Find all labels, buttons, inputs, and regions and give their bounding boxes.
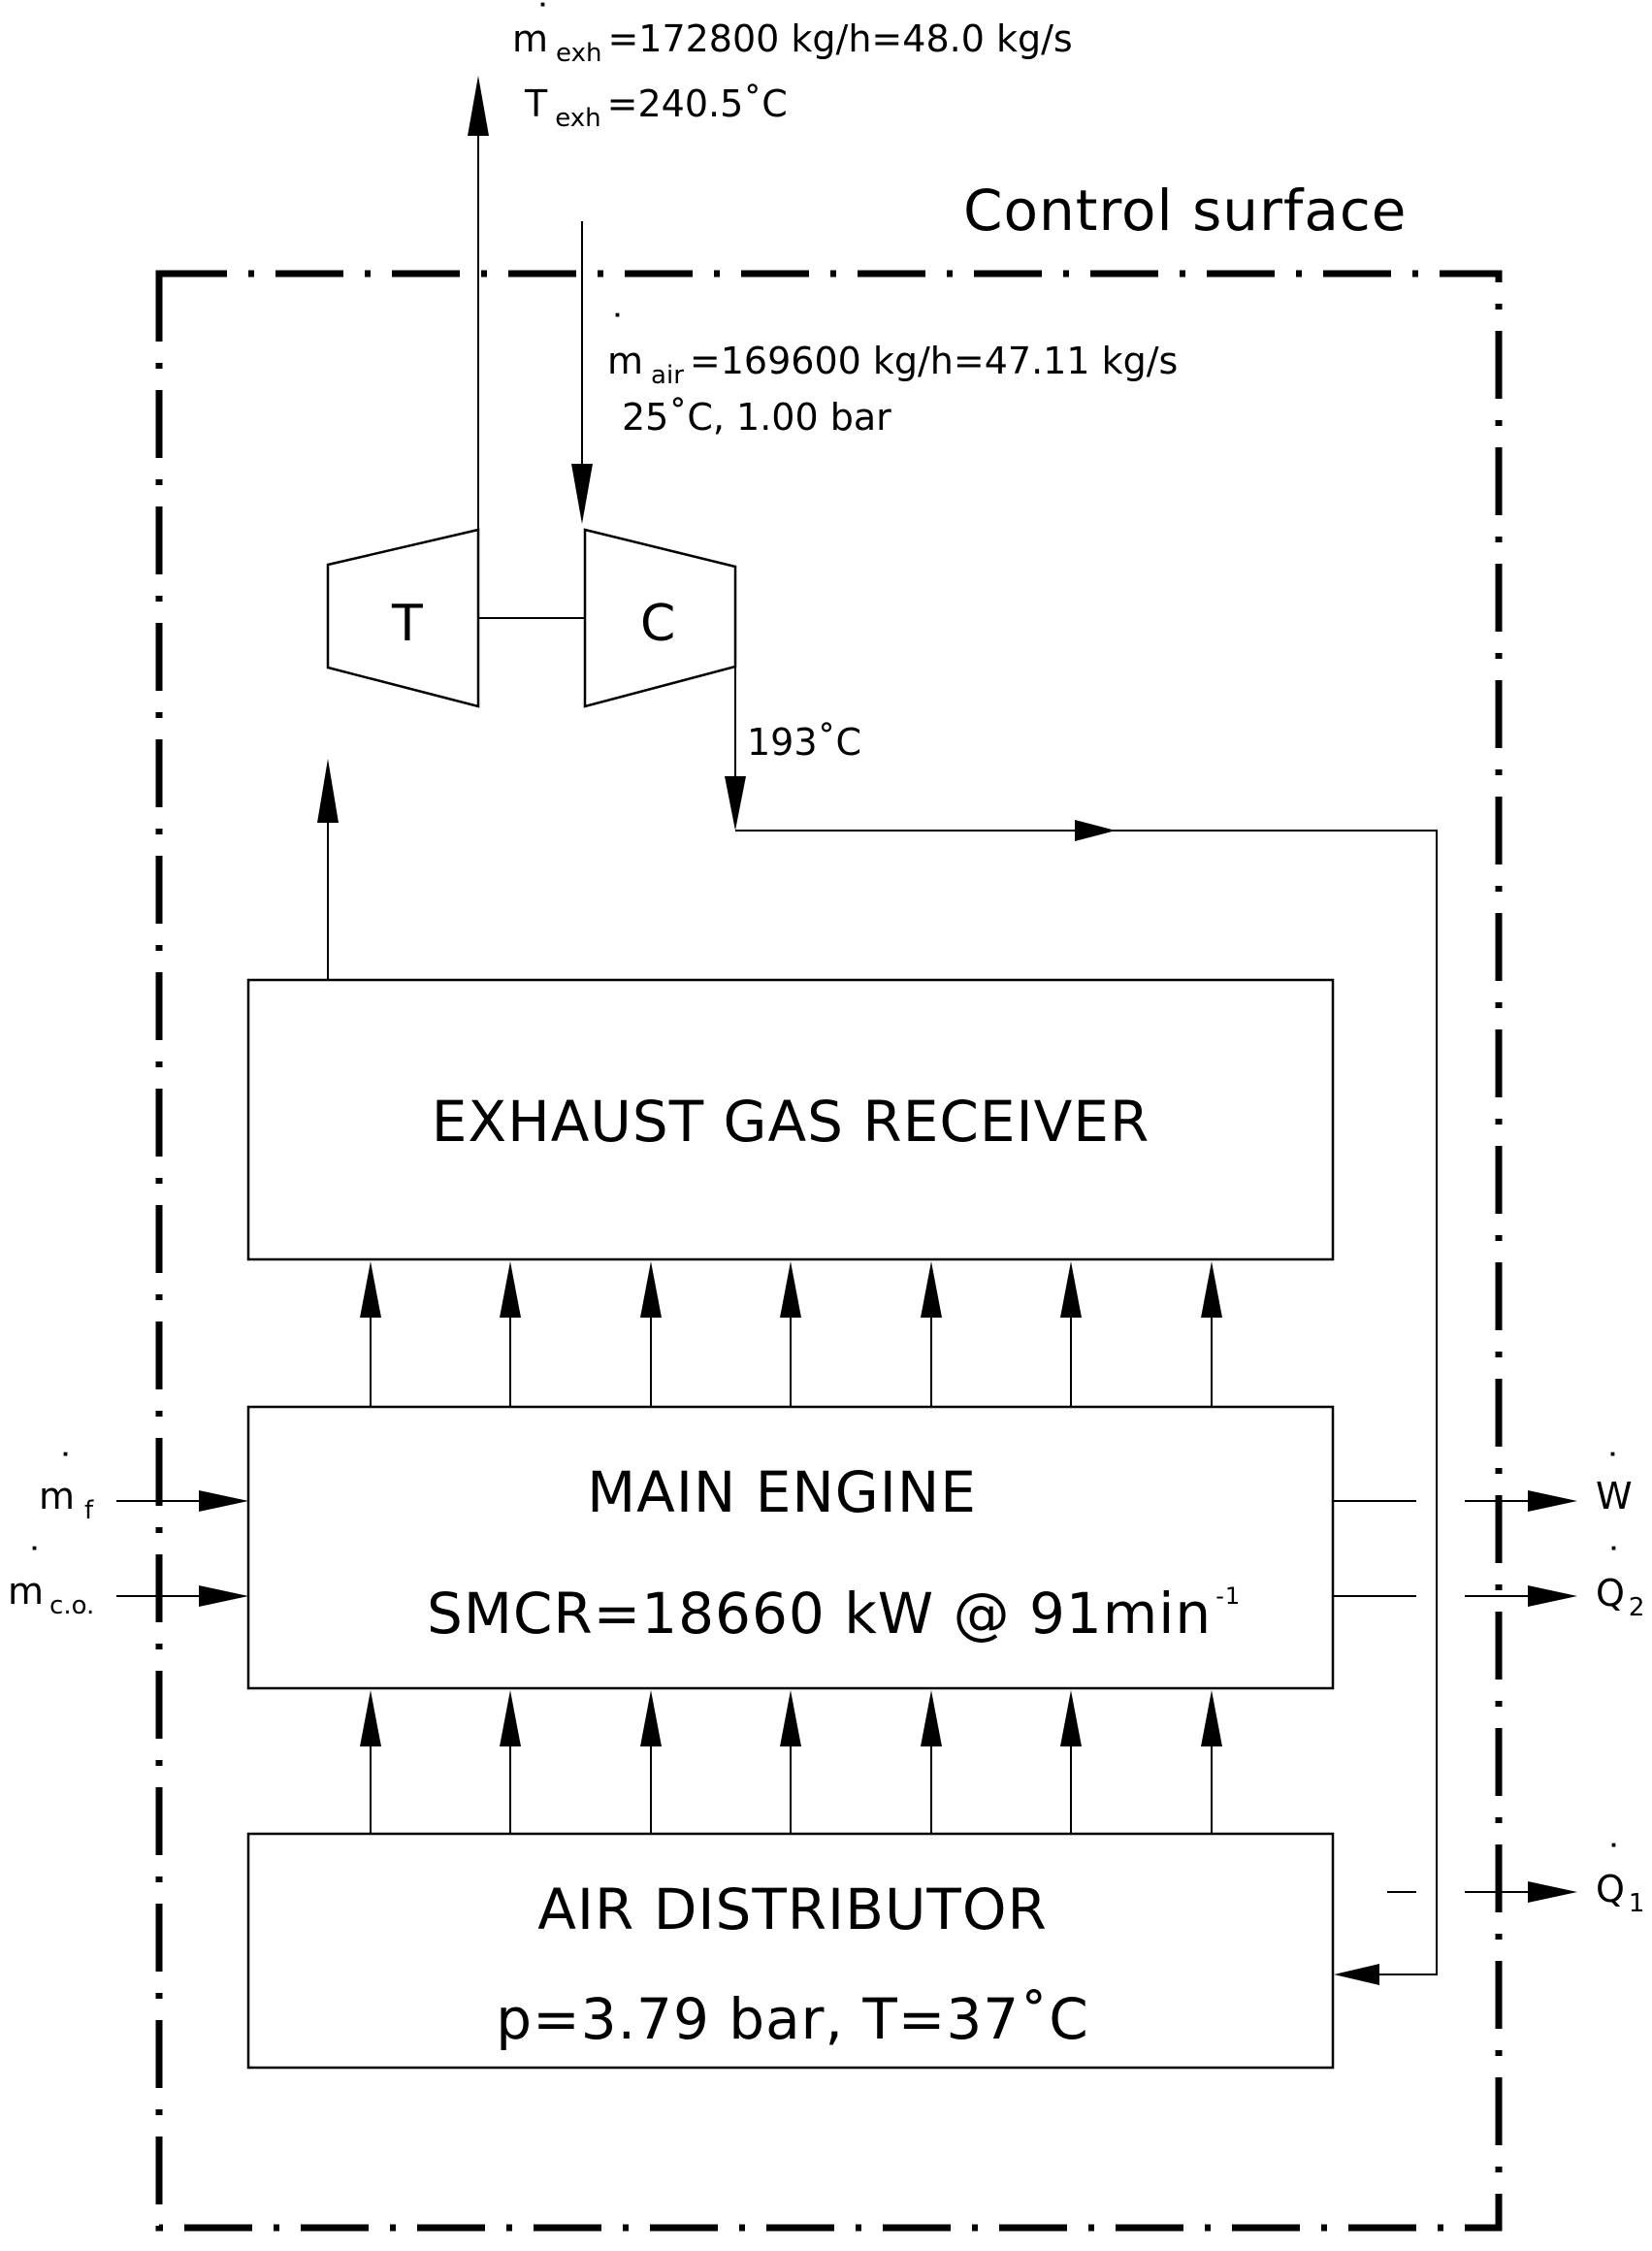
exhaust-temp-subscript: exh <box>555 104 600 133</box>
work-output-arrow <box>1333 1490 1577 1512</box>
air-mass-symbol: m <box>607 340 643 382</box>
exhaust-mass-subscript: exh <box>556 39 601 68</box>
main-engine-rating-text-wrapper: SMCR=18660 kW @ 91min-1 <box>427 1581 1241 1647</box>
control-surface <box>155 270 1503 2232</box>
heat1-subscript: 1 <box>1629 1889 1645 1918</box>
svg-text:mf: mf <box>39 1475 94 1525</box>
turbine <box>326 528 480 708</box>
main-engine-box <box>246 1405 1335 1690</box>
exhaust-temp-value: =240.5˚C <box>607 82 788 125</box>
main-engine-rating: SMCR=18660 kW @ 91min <box>427 1581 1212 1647</box>
fuel-subscript: f <box>84 1496 94 1525</box>
control-surface-label: Control surface <box>963 178 1407 244</box>
heat2-output-arrow <box>1333 1585 1577 1607</box>
air-distributor-conditions: p=3.79 bar, T=37˚C <box>496 1986 1088 2052</box>
main-engine-rating-superscript: -1 <box>1215 1582 1241 1610</box>
air-mass-value: =169600 kg/h=47.11 kg/s <box>690 340 1178 382</box>
air-inlet-conditions: 25˚C, 1.00 bar <box>622 396 891 439</box>
compressor-outlet-temperature: 193˚C <box>747 721 861 764</box>
exhaust-temp-symbol: T <box>524 82 548 125</box>
compressor-label: C <box>640 595 675 653</box>
fuel-input-arrow <box>116 1490 248 1512</box>
heat2-subscript: 2 <box>1629 1593 1645 1622</box>
svg-text:Q1: Q1 <box>1596 1868 1644 1918</box>
work-dot: ˙ <box>1603 1447 1622 1489</box>
svg-text:mc.o.: mc.o. <box>8 1570 94 1620</box>
turbine-label: T <box>391 595 423 653</box>
cooling-oil-input-arrow <box>116 1585 248 1607</box>
air-distributor-box <box>246 1832 1335 2070</box>
charge-air-line <box>735 820 1438 1985</box>
heat2-dot: ˙ <box>1604 1541 1623 1583</box>
m-dot-dot: ˙ <box>534 0 552 40</box>
exhaust-mass-value: =172800 kg/h=48.0 kg/s <box>607 17 1072 60</box>
cooling-oil-m-dot: ˙ <box>25 1541 44 1583</box>
exhaust-gas-receiver-label: EXHAUST GAS RECEIVER <box>432 1089 1150 1155</box>
main-engine-label: MAIN ENGINE <box>587 1459 977 1525</box>
heat2-symbol: Q <box>1596 1572 1625 1615</box>
exhaust-mass-symbol: m <box>512 17 548 60</box>
receiver-to-turbine-arrow <box>317 759 339 980</box>
heat1-output-arrow <box>1387 1881 1577 1903</box>
cooling-oil-symbol: m <box>8 1570 44 1613</box>
air-mass-subscript: air <box>651 361 684 390</box>
cooling-oil-subscript: c.o. <box>49 1591 94 1620</box>
compressor-outlet-arrow <box>725 667 746 831</box>
exhaust-gas-receiver-box <box>246 978 1335 1261</box>
work-symbol: W <box>1596 1475 1633 1517</box>
svg-text:Q2: Q2 <box>1596 1572 1644 1622</box>
heat1-dot: ˙ <box>1604 1838 1623 1880</box>
heat1-symbol: Q <box>1596 1868 1625 1910</box>
air-inlet-arrow <box>571 221 593 524</box>
fuel-symbol: m <box>39 1475 75 1517</box>
air-distributor-label: AIR DISTRIBUTOR <box>537 1876 1048 1942</box>
engine-to-receiver-arrows <box>360 1261 1222 1407</box>
air-m-dot: ˙ <box>608 308 627 350</box>
distributor-to-engine-arrows <box>360 1690 1222 1834</box>
fuel-m-dot: ˙ <box>56 1447 75 1489</box>
